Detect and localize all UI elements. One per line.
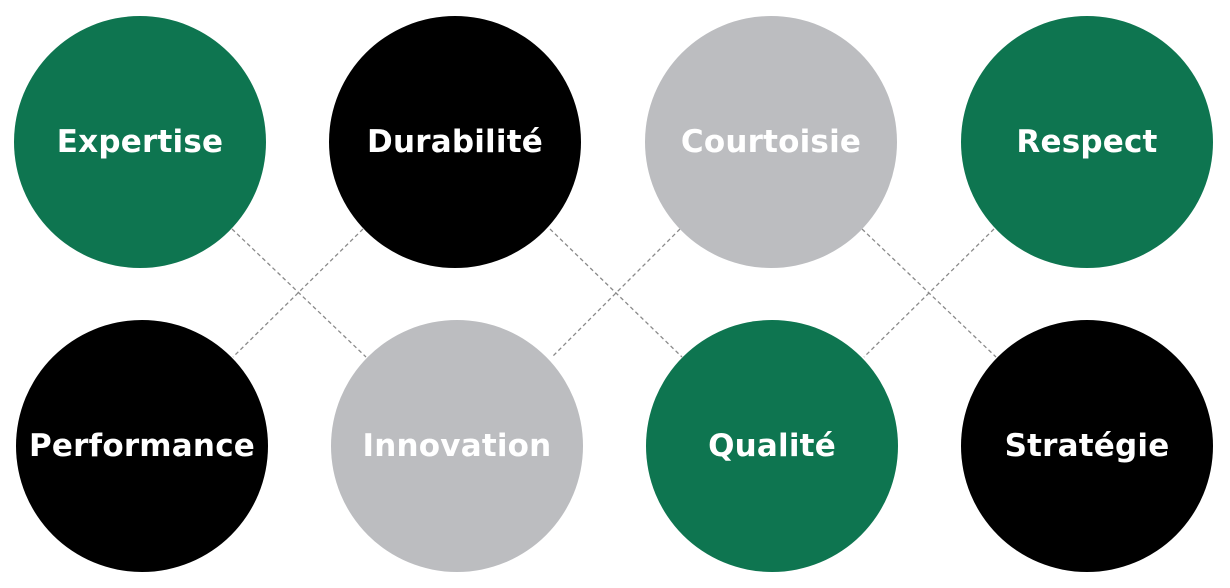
connector-respect-qualite (863, 228, 995, 358)
value-label: Performance (29, 428, 255, 464)
value-circle-respect: Respect (961, 16, 1213, 268)
value-circle-expertise: Expertise (14, 16, 266, 268)
value-circle-qualite: Qualité (646, 320, 898, 572)
connector-courtoisie-innovation (551, 228, 681, 358)
value-circle-courtoisie: Courtoisie (645, 16, 897, 268)
value-label: Innovation (362, 428, 552, 464)
value-label: Durabilité (367, 124, 543, 160)
value-circle-innovation: Innovation (331, 320, 583, 572)
value-label: Qualité (708, 428, 836, 464)
connector-durabilite-performance (232, 228, 364, 358)
connector-expertise-innovation (231, 228, 367, 358)
value-circle-performance: Performance (16, 320, 268, 572)
value-label: Expertise (56, 124, 224, 160)
value-label: Respect (1016, 124, 1158, 160)
value-label: Courtoisie (680, 124, 862, 160)
value-label: Stratégie (1004, 428, 1170, 464)
value-circle-strategie: Stratégie (961, 320, 1213, 572)
connector-durabilite-qualite (549, 228, 683, 358)
value-circle-durabilite: Durabilité (329, 16, 581, 268)
